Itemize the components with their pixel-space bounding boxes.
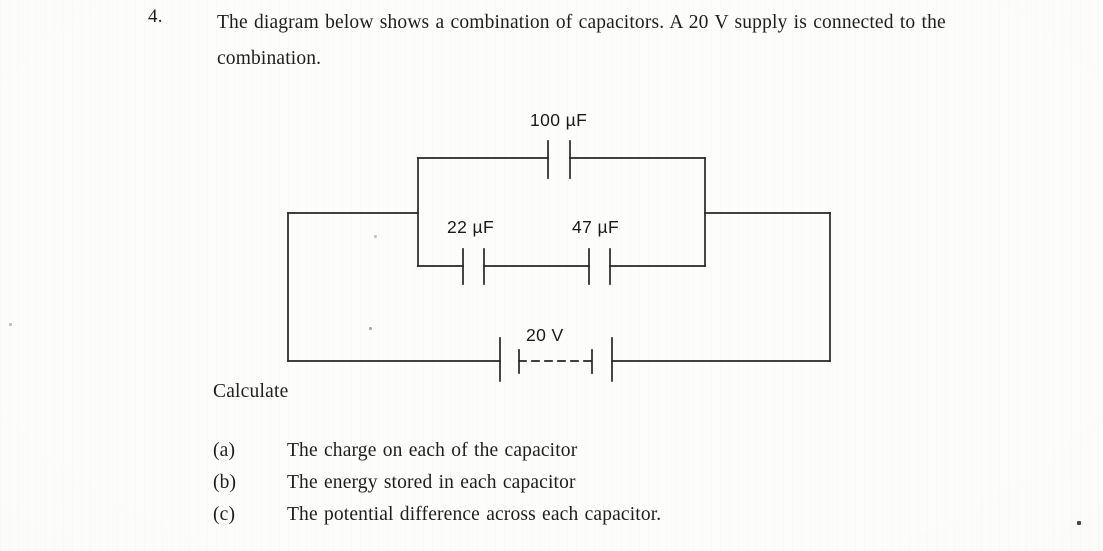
sub-question-a: (a) The charge on each of the capacitor [213, 440, 1073, 472]
question-text: The diagram below shows a combination of… [217, 12, 946, 69]
scan-speck [1077, 521, 1081, 525]
sub-question-c-text: The potential difference across each cap… [287, 504, 662, 525]
sub-question-c: (c) The potential difference across each… [213, 504, 1073, 536]
question-number: 4. [148, 6, 163, 27]
sub-question-list: (a) The charge on each of the capacitor … [213, 440, 1073, 536]
sub-question-a-tag: (a) [213, 440, 236, 461]
scan-speck [374, 235, 377, 238]
capacitor-100uf-label: 100 µF [530, 110, 588, 130]
battery-20v-label: 20 V [526, 325, 564, 345]
sub-question-b-tag: (b) [213, 472, 237, 493]
sub-question-a-text: The charge on each of the capacitor [287, 440, 578, 461]
scan-speck [9, 323, 12, 326]
sub-question-b-text: The energy stored in each capacitor [287, 472, 576, 493]
capacitor-22uf-label: 22 µF [447, 217, 495, 237]
calculate-label: Calculate [213, 381, 289, 402]
capacitor-47uf-label: 47 µF [572, 217, 620, 237]
sub-question-c-tag: (c) [213, 504, 236, 525]
sub-question-b: (b) The energy stored in each capacitor [213, 472, 1073, 504]
scan-speck [369, 327, 372, 330]
